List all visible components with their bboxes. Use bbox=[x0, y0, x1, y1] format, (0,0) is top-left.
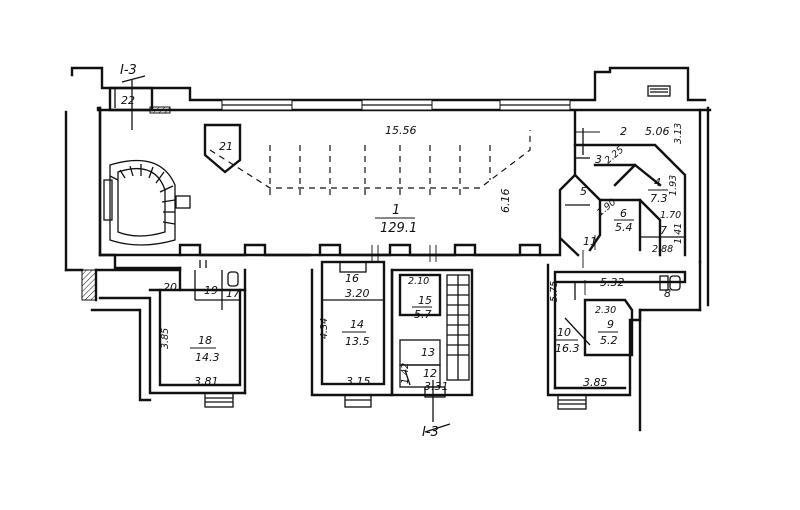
dimension-marks bbox=[371, 131, 665, 295]
dim-hall-length: 15.56 bbox=[385, 124, 417, 137]
dim-2-88: 2.88 bbox=[652, 244, 673, 255]
dim-3-31: 3.31 bbox=[424, 380, 449, 393]
windows-top bbox=[221, 99, 571, 111]
section-line-top bbox=[121, 75, 146, 130]
dim-1-70: 1.70 bbox=[660, 210, 681, 221]
room-10-number: 10 bbox=[557, 326, 571, 339]
room-21-niche bbox=[203, 123, 242, 174]
section-mark-bottom: I-3 bbox=[422, 425, 439, 440]
dim-2-30: 2.30 bbox=[595, 305, 616, 316]
hall-bottom-wall bbox=[98, 243, 542, 270]
room-15-area: 5.7 bbox=[414, 308, 432, 321]
room-10-area: 16.3 bbox=[555, 342, 580, 355]
exit-steps-left bbox=[204, 392, 234, 408]
room-5-label: 5 bbox=[580, 185, 587, 198]
section-mark-top: I-3 bbox=[120, 63, 137, 78]
room-9-area: 5.2 bbox=[600, 334, 618, 347]
room-14-number: 14 bbox=[350, 318, 364, 331]
dim-3-85: 3.85 bbox=[583, 376, 608, 389]
spiral-staircase bbox=[103, 159, 191, 246]
right-wing-rooms bbox=[558, 110, 687, 257]
room-14-area: 13.5 bbox=[345, 335, 370, 348]
dim-3-13: 3.13 bbox=[673, 123, 684, 144]
room-16-label: 16 bbox=[345, 272, 359, 285]
room-18-area: 14.3 bbox=[195, 351, 220, 364]
room-15-number: 15 bbox=[418, 294, 432, 307]
room-21-label: 21 bbox=[219, 140, 233, 153]
dim-3-85-left: 3.85 bbox=[160, 328, 171, 349]
dim-3-81: 3.81 bbox=[194, 375, 219, 388]
dim-2-10: 2.10 bbox=[408, 276, 429, 287]
dim-1-41: 1.41 bbox=[673, 223, 684, 244]
lower-left-rooms bbox=[81, 260, 247, 395]
exit-stair-top-right bbox=[647, 85, 671, 97]
room-4-area: 7.3 bbox=[650, 192, 668, 205]
room-19-label: 19 bbox=[204, 284, 218, 297]
room-22-label: 22 bbox=[121, 94, 135, 107]
room-6-area: 5.4 bbox=[615, 221, 633, 234]
room-3-label: 3 bbox=[595, 153, 602, 166]
rooms-12-13-15-stair bbox=[390, 268, 474, 398]
room-17-label: 17 bbox=[226, 287, 240, 300]
dim-5-32: 5.32 bbox=[600, 276, 625, 289]
dim-3-20: 3.20 bbox=[345, 287, 370, 300]
room-11-label: 11 bbox=[583, 235, 597, 248]
room-2-label: 2 bbox=[620, 125, 627, 138]
dim-4-34: 4.34 bbox=[319, 318, 330, 339]
dim-1-93: 1.93 bbox=[668, 175, 679, 196]
room-13-label: 13 bbox=[421, 346, 435, 359]
room-4-number: 4 bbox=[654, 176, 661, 189]
room-22-landing bbox=[108, 86, 171, 114]
dim-3-15: 3.15 bbox=[346, 375, 371, 388]
room-12-label: 12 bbox=[423, 367, 437, 380]
room-8-label: 8 bbox=[664, 287, 671, 300]
dim-5-75: 5.75 bbox=[549, 281, 560, 302]
dim-5-06: 5.06 bbox=[645, 125, 670, 138]
section-line-bottom bbox=[424, 380, 451, 433]
left-outer-lower bbox=[64, 268, 152, 402]
room-6-number: 6 bbox=[620, 207, 627, 220]
dim-1-42: 1.42 bbox=[400, 363, 411, 384]
room-1-number: 1 bbox=[392, 203, 400, 218]
room-20-label: 20 bbox=[163, 281, 177, 294]
dim-hall-depth: 6.16 bbox=[499, 189, 512, 214]
room-18-number: 18 bbox=[198, 334, 212, 347]
room-1-area: 129.1 bbox=[380, 221, 417, 236]
right-lower-rooms bbox=[546, 260, 702, 432]
dim-2-25: 2.25 bbox=[603, 144, 626, 166]
room-9-number: 9 bbox=[607, 318, 614, 331]
overhead-dashed-outline bbox=[209, 130, 531, 200]
room-7-label: 7 bbox=[660, 224, 667, 237]
